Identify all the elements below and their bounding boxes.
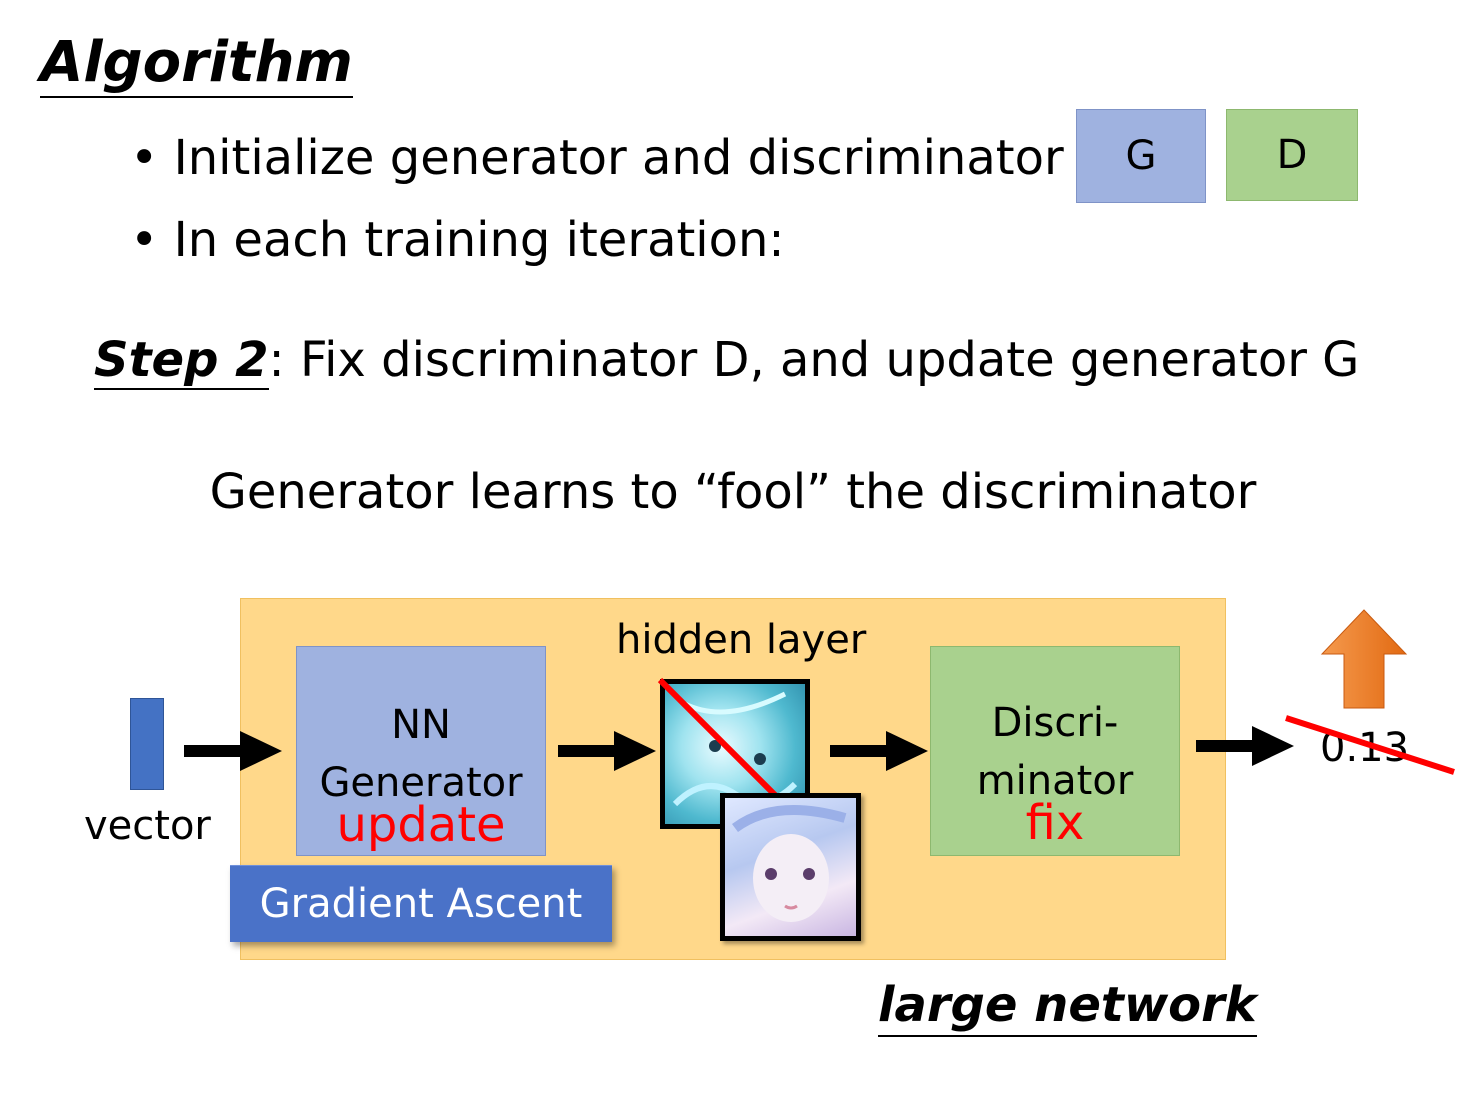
- bullet-dot: •: [130, 130, 174, 186]
- arrow-discriminator-to-output: [1196, 726, 1294, 766]
- bullet-dot: •: [130, 212, 174, 268]
- discriminator-line2: minator: [976, 758, 1134, 804]
- up-arrow-icon: [1320, 609, 1408, 709]
- image-face-sketch: [732, 805, 847, 922]
- input-label: vector: [84, 803, 211, 849]
- subtitle: Generator learns to “fool” the discrimin…: [209, 464, 1257, 520]
- bullet-text: Initialize generator and discriminator: [173, 130, 1064, 186]
- generator-line1: NN: [391, 702, 451, 748]
- discriminator-status: fix: [1025, 795, 1085, 851]
- slide-title: Algorithm: [40, 30, 353, 98]
- hidden-layer-label: hidden layer: [616, 617, 867, 663]
- input-vector: [130, 698, 164, 790]
- bullet-iteration: • In each training iteration:: [130, 210, 785, 270]
- bullet-initialize: • Initialize generator and discriminator: [130, 128, 1064, 188]
- gradient-ascent-label: Gradient Ascent: [230, 865, 612, 942]
- generated-image-face: [720, 793, 861, 941]
- step-text: : Fix discriminator D, and update genera…: [268, 332, 1360, 388]
- generator-legend-box: G: [1076, 109, 1206, 203]
- discriminator-box: Discri- minator fix: [930, 646, 1180, 856]
- arrow-hidden-to-discriminator: [830, 731, 928, 771]
- network-label: large network: [878, 975, 1257, 1037]
- arrow-generator-to-hidden: [558, 731, 656, 771]
- generator-line2: Generator: [319, 760, 523, 806]
- output-cross-line: [1285, 715, 1455, 775]
- bullet-text: In each training iteration:: [173, 212, 785, 268]
- generator-status: update: [336, 797, 506, 853]
- step-label: Step 2: [94, 332, 269, 390]
- discriminator-line1: Discri-: [991, 700, 1119, 746]
- discriminator-legend-box: D: [1226, 109, 1358, 201]
- cross-out-line: [657, 677, 785, 805]
- generator-box: NN Generator update: [296, 646, 546, 856]
- arrow-vector-to-generator: [184, 731, 282, 771]
- step-heading: Step 2: Fix discriminator D, and update …: [94, 330, 1359, 390]
